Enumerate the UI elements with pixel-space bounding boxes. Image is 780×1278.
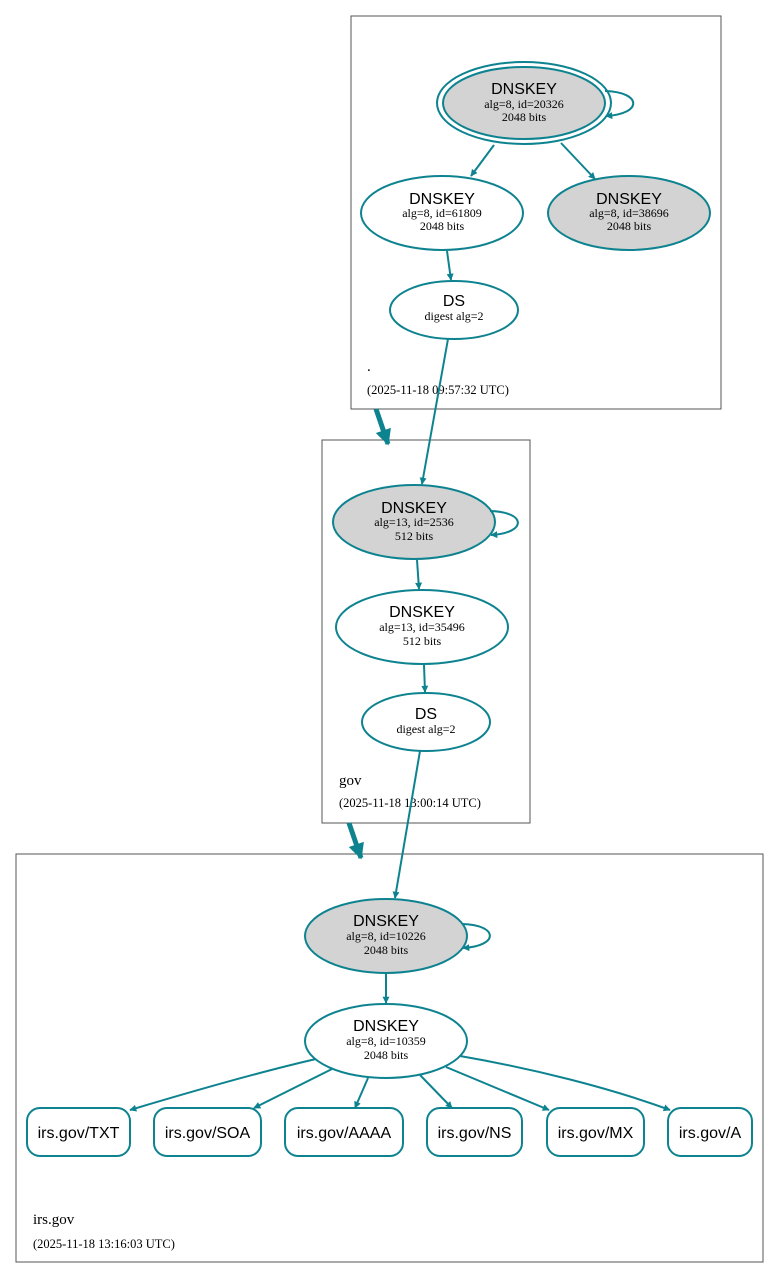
edge-root-zsk-to-ds [446,250,454,281]
gov-zsk-bits: 512 bits [403,634,442,648]
root-ksk-self-edge [604,90,635,120]
rrset-ns-label: irs.gov/NS [438,1125,512,1142]
zone-root: . (2025-11-18 09:57:32 UTC) DNSKEY alg=8… [350,15,722,410]
rrset-node-a[interactable]: irs.gov/A [667,1107,753,1157]
rrset-node-aaaa[interactable]: irs.gov/AAAA [284,1107,404,1157]
root-zsk-title: DNSKEY [409,191,475,208]
edge-zsk-to-mx [445,1066,550,1111]
zone-root-label: . [367,359,371,375]
zone-gov-timestamp: (2025-11-18 13:00:14 UTC) [339,796,481,810]
rrset-a-label: irs.gov/A [679,1125,742,1142]
zone-irs-timestamp: (2025-11-18 13:16:03 UTC) [33,1237,175,1251]
delegation-gov-to-irs [346,822,364,860]
rrset-ns-shape [426,1107,523,1157]
gov-ds-shape [361,692,491,752]
irs-zsk-shape [304,1003,468,1079]
edge-zsk-to-aaaa [354,1077,369,1109]
gov-zsk-shape [335,589,509,665]
zone-irs: irs.gov (2025-11-18 13:16:03 UTC) DNSKEY… [15,853,764,1263]
root-ds-title: DS [443,293,465,310]
rrset-aaaa-label: irs.gov/AAAA [297,1125,392,1142]
edge-zsk-to-txt [129,1058,317,1112]
rrset-mx-shape [546,1107,645,1157]
irs-ksk-node[interactable]: DNSKEY alg=8, id=10226 2048 bits [304,898,468,974]
zone-gov: gov (2025-11-18 13:00:14 UTC) DNSKEY alg… [321,439,531,824]
gov-zsk-node[interactable]: DNSKEY alg=13, id=35496 512 bits [335,589,509,665]
irs-ksk-bits: 2048 bits [364,943,409,957]
edge-gov-zsk-to-ds [421,664,429,693]
gov-ksk-bits: 512 bits [395,529,434,543]
root-ksk-title: DNSKEY [491,81,557,98]
rrset-soa-shape [153,1107,262,1157]
edge-zsk-to-a [459,1055,671,1112]
irs-zsk-alg: alg=8, id=10359 [346,1034,426,1048]
root-ksk-shape [442,66,606,140]
root-zsk-node[interactable]: DNSKEY alg=8, id=61809 2048 bits [360,175,524,251]
zone-irs-label: irs.gov [33,1212,75,1228]
rrset-node-mx[interactable]: irs.gov/MX [546,1107,645,1157]
rrset-node-ns[interactable]: irs.gov/NS [426,1107,523,1157]
gov-ds-digest: digest alg=2 [396,722,455,736]
gov-ds-title: DS [415,706,437,723]
rrset-a-shape [667,1107,753,1157]
gov-ksk-self-edge [489,510,519,539]
delegation-root-to-gov [373,408,391,446]
root-ksk-alg: alg=8, id=20326 [484,97,564,111]
edge-zsk-to-soa [253,1068,333,1109]
root-ksk2-alg: alg=8, id=38696 [589,206,669,220]
gov-ksk-title: DNSKEY [381,500,447,517]
rrset-node-soa[interactable]: irs.gov/SOA [153,1107,262,1157]
gov-ksk-alg: alg=13, id=2536 [374,515,454,529]
gov-ds-node[interactable]: DS digest alg=2 [361,692,491,752]
edge-zsk-to-ns [419,1074,453,1109]
irs-zsk-bits: 2048 bits [364,1048,409,1062]
edge-gov-ds-to-irs-ksk [392,750,421,899]
edge-gov-ksk-to-zsk [415,559,423,590]
gov-zsk-title: DNSKEY [389,604,455,621]
gov-ksk-node[interactable]: DNSKEY alg=13, id=2536 512 bits [332,484,496,560]
root-ksk2-bits: 2048 bits [607,219,652,233]
root-ds-node[interactable]: DS digest alg=2 [389,280,519,340]
root-ds-digest: digest alg=2 [424,309,483,323]
rrset-node-txt[interactable]: irs.gov/TXT [26,1107,131,1157]
root-ksk2-title: DNSKEY [596,191,662,208]
rrset-mx-label: irs.gov/MX [558,1125,634,1142]
gov-zsk-alg: alg=13, id=35496 [379,620,465,634]
gov-ksk-shape [332,484,496,560]
edge-root-ksk-to-ksk2 [560,142,596,180]
rrset-soa-label: irs.gov/SOA [165,1125,251,1142]
irs-zsk-node[interactable]: DNSKEY alg=8, id=10359 2048 bits [304,1003,468,1079]
root-zsk-alg: alg=8, id=61809 [402,206,482,220]
root-ksk-bits: 2048 bits [502,110,547,124]
root-ksk-node[interactable]: DNSKEY alg=8, id=20326 2048 bits [436,61,612,145]
rrset-aaaa-shape [284,1107,404,1157]
root-ksk2-node[interactable]: DNSKEY alg=8, id=38696 2048 bits [547,175,711,251]
root-zsk-shape [360,175,524,251]
irs-ksk-alg: alg=8, id=10226 [346,929,426,943]
edge-root-ds-to-gov-ksk [419,338,449,485]
root-zsk-bits: 2048 bits [420,219,465,233]
irs-ksk-self-edge [461,923,491,952]
root-ksk2-shape [547,175,711,251]
root-ds-shape [389,280,519,340]
rrset-txt-shape [26,1107,131,1157]
irs-ksk-title: DNSKEY [353,913,419,930]
zone-gov-label: gov [339,773,362,789]
rrset-txt-label: irs.gov/TXT [38,1125,120,1142]
irs-zsk-title: DNSKEY [353,1018,419,1035]
edge-root-ksk-to-zsk [470,144,495,177]
